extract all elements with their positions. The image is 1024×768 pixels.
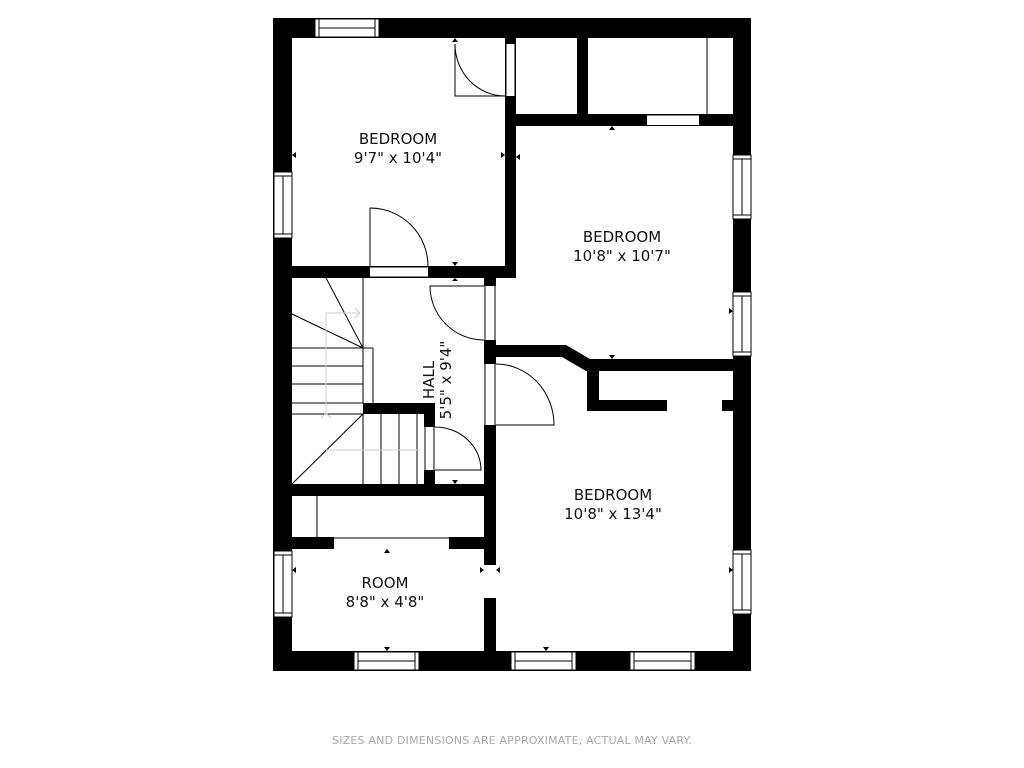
- room-dimensions: 9'7" x 10'4": [354, 149, 442, 167]
- door-closet-top-left: [454, 43, 506, 97]
- window-bottom-room: [353, 651, 420, 671]
- room-dimensions: 8'8" x 4'8": [346, 593, 425, 611]
- window-right-lower: [732, 549, 752, 615]
- room-dimensions: 10'8" x 10'7": [573, 247, 671, 265]
- window-bottom-bedroom-1: [510, 651, 577, 671]
- door-hall-lower-bedroom: [495, 363, 555, 426]
- door-swings: [369, 43, 555, 471]
- room-bedroom-right-lower: BEDROOM 10'8" x 13'4": [564, 486, 662, 523]
- room-dimensions: 10'8" x 13'4": [564, 505, 662, 523]
- room-hall: HALL 5'5" x 9'4": [420, 341, 455, 420]
- room-name: BEDROOM: [359, 130, 437, 148]
- room-name: BEDROOM: [574, 486, 652, 504]
- window-right-upper-2: [732, 291, 752, 357]
- room-name: BEDROOM: [583, 228, 661, 246]
- door-hall-upper-bedroom: [429, 285, 485, 341]
- window-bottom-bedroom-2: [629, 651, 696, 671]
- room-bedroom-top-left: BEDROOM 9'7" x 10'4": [354, 130, 442, 167]
- room-dimensions: 5'5" x 9'4": [437, 341, 455, 420]
- windows: [273, 18, 752, 671]
- window-top-left: [314, 18, 380, 38]
- dimension-ticks: [292, 38, 733, 651]
- room-name: HALL: [420, 360, 438, 399]
- window-left-room: [273, 550, 293, 618]
- door-bedroom-top-left: [369, 207, 429, 267]
- room-small-room: ROOM 8'8" x 4'8": [346, 574, 425, 611]
- room-bedroom-right-upper: BEDROOM 10'8" x 10'7": [573, 228, 671, 265]
- door-landing: [434, 426, 482, 471]
- window-right-upper-1: [732, 154, 752, 220]
- staircase: [291, 277, 420, 485]
- interior-walls: [292, 38, 733, 651]
- window-left-bedroom: [273, 171, 293, 239]
- disclaimer-text: SIZES AND DIMENSIONS ARE APPROXIMATE, AC…: [332, 734, 692, 747]
- openings: [316, 38, 722, 598]
- room-name: ROOM: [362, 574, 409, 592]
